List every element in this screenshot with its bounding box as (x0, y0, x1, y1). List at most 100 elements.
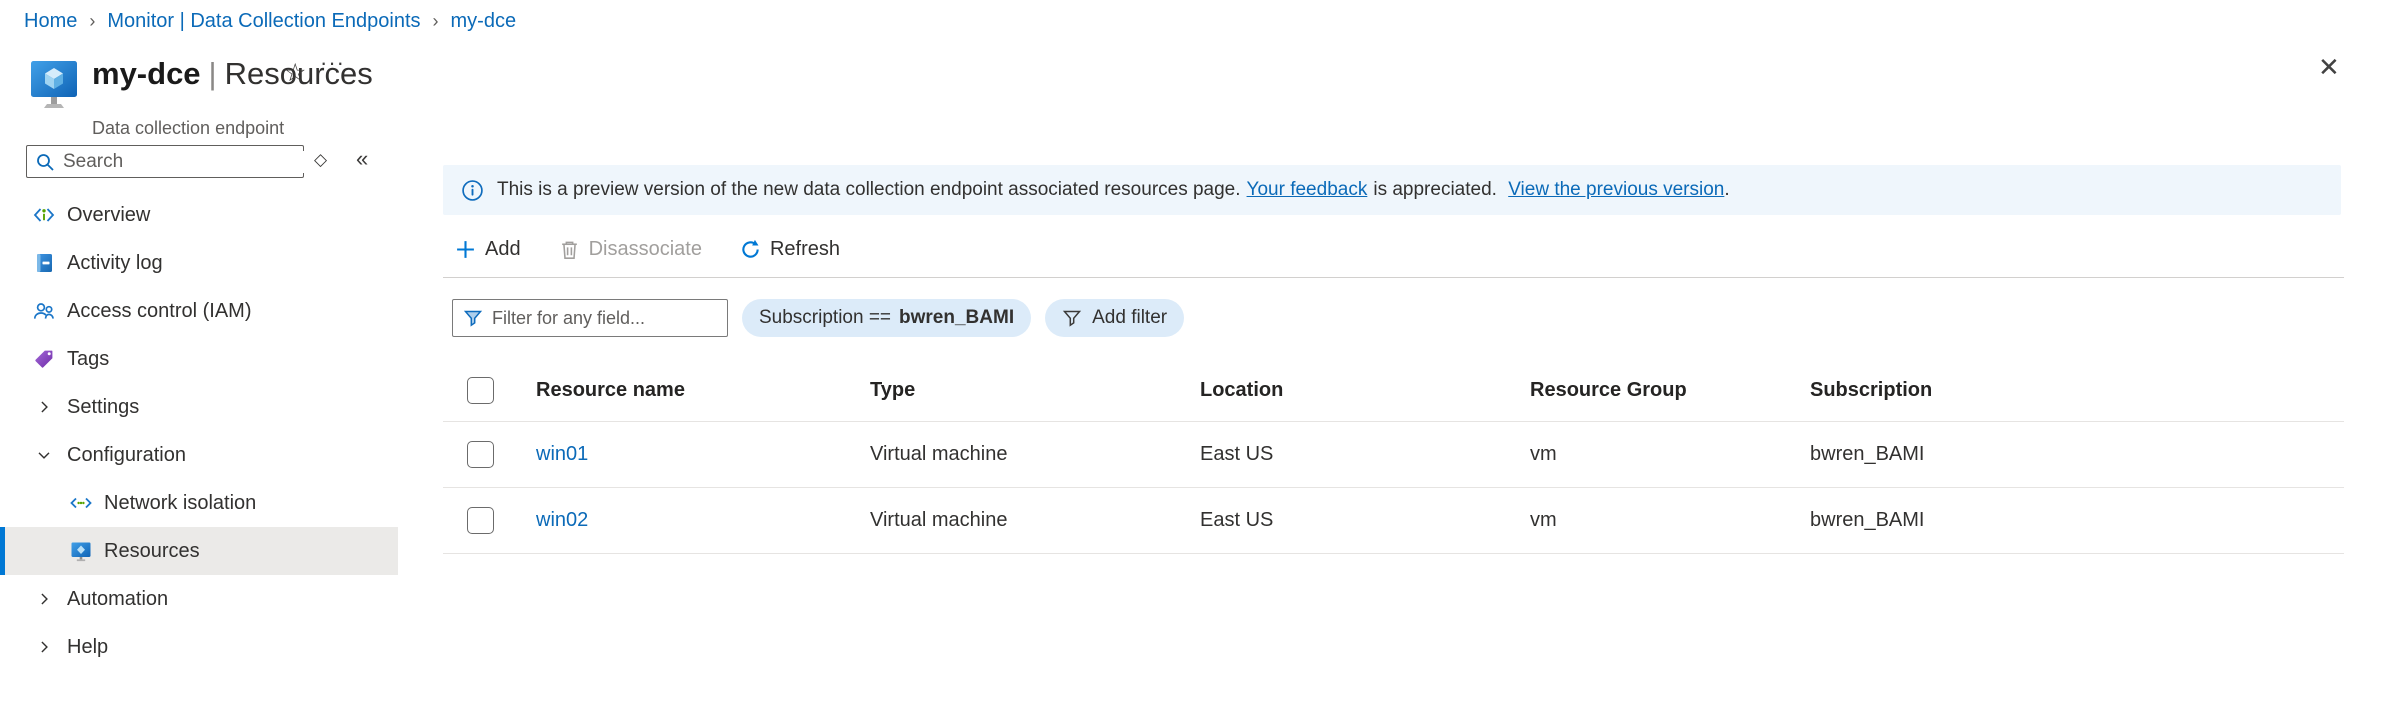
search-icon (35, 150, 55, 174)
breadcrumb-home[interactable]: Home (24, 10, 78, 32)
favorite-star-icon[interactable]: ☆ (284, 59, 307, 87)
select-all-checkbox[interactable] (467, 377, 494, 404)
sidebar-item-label: Automation (67, 587, 169, 610)
resources-icon (69, 539, 93, 563)
activity-log-icon (32, 251, 56, 275)
filter-input[interactable] (492, 307, 717, 329)
sidebar-item-label: Activity log (67, 251, 163, 274)
row-checkbox[interactable] (467, 441, 494, 468)
add-button[interactable]: Add (455, 238, 521, 261)
table-row: win02 Virtual machine East US vm bwren_B… (443, 488, 2344, 554)
sidebar-item-label: Resources (104, 539, 200, 562)
banner-intro: This is a preview version of the new dat… (497, 179, 1241, 200)
close-icon[interactable]: ✕ (2318, 52, 2340, 82)
sidebar-item-label: Overview (67, 203, 151, 226)
divider (443, 277, 2344, 278)
cell-subscription: bwren_BAMI (1810, 509, 1925, 531)
refresh-button-label: Refresh (769, 237, 841, 260)
subscription-filter-pill[interactable]: Subscription == bwren_BAMI (742, 299, 1032, 337)
breadcrumb-my-dce[interactable]: my-dce (450, 10, 517, 32)
cell-resource-group: vm (1530, 509, 1557, 531)
sidebar-item-automation[interactable]: Automation (0, 575, 398, 623)
breadcrumb-monitor-dce[interactable]: Monitor | Data Collection Endpoints (107, 10, 421, 32)
your-feedback-link[interactable]: Your feedback (1246, 179, 1368, 200)
column-header-resource-name[interactable]: Resource name (536, 379, 685, 401)
filter-pill-label: Subscription == (759, 307, 892, 328)
sidebar-item-settings[interactable]: Settings (0, 383, 398, 431)
preview-banner: This is a preview version of the new dat… (443, 165, 2341, 215)
access-control-icon (32, 299, 56, 323)
table-row: win01 Virtual machine East US vm bwren_B… (443, 422, 2344, 488)
breadcrumb-separator: › (432, 11, 439, 31)
breadcrumb-separator: › (89, 11, 96, 31)
add-filter-label: Add filter (1092, 307, 1168, 328)
cell-type: Virtual machine (870, 509, 1008, 531)
command-bar: Add Disassociate Refresh (443, 226, 878, 272)
refresh-icon (740, 239, 761, 260)
blade-name-title: Resources (224, 56, 373, 91)
page-title: my-dce|Resources (92, 56, 373, 92)
previous-version-link[interactable]: View the previous version (1508, 179, 1725, 200)
column-header-location[interactable]: Location (1200, 379, 1284, 401)
column-header-subscription[interactable]: Subscription (1810, 379, 1933, 401)
chevron-right-icon (32, 635, 56, 659)
trash-icon (559, 239, 580, 260)
tag-icon (32, 347, 56, 371)
sidebar-item-label: Access control (IAM) (67, 299, 252, 322)
sidebar-item-tags[interactable]: Tags (0, 335, 398, 383)
table-header-row: Resource name Type Location Resource Gro… (443, 360, 2344, 422)
filter-pill-value: bwren_BAMI (899, 307, 1015, 328)
overview-icon (32, 203, 56, 227)
filter-funnel-icon (463, 308, 483, 328)
sidebar-item-label: Configuration (67, 443, 186, 466)
sidebar-item-activity-log[interactable]: Activity log (0, 239, 398, 287)
banner-text: This is a preview version of the new dat… (497, 179, 1730, 201)
resource-link[interactable]: win02 (536, 509, 589, 531)
disassociate-button-label: Disassociate (588, 237, 702, 260)
refresh-button[interactable]: Refresh (740, 238, 840, 261)
resource-name-title: my-dce (92, 56, 201, 91)
banner-period: . (1724, 179, 1730, 200)
network-isolation-icon (69, 491, 93, 515)
search-input[interactable] (63, 150, 308, 173)
add-filter-pill[interactable]: Add filter (1045, 299, 1185, 337)
cell-subscription: bwren_BAMI (1810, 443, 1925, 465)
more-options-icon[interactable]: ··· (320, 50, 345, 75)
sidebar-item-network-isolation[interactable]: Network isolation (0, 479, 398, 527)
filter-field (452, 299, 728, 337)
sidebar-item-label: Tags (67, 347, 110, 370)
chevron-down-icon (32, 443, 56, 467)
plus-icon (455, 239, 476, 260)
resources-table: Resource name Type Location Resource Gro… (443, 360, 2344, 554)
chevron-right-icon (32, 395, 56, 419)
cell-resource-group: vm (1530, 443, 1557, 465)
sidebar-item-resources[interactable]: Resources (0, 527, 398, 575)
add-filter-funnel-icon (1062, 308, 1082, 328)
info-icon (461, 179, 484, 202)
data-collection-endpoint-icon (30, 58, 78, 117)
banner-suffix: is appreciated. (1373, 179, 1497, 200)
column-header-type[interactable]: Type (870, 379, 916, 401)
breadcrumb: Home › Monitor | Data Collection Endpoin… (24, 10, 516, 33)
filter-bar: Subscription == bwren_BAMI Add filter (443, 299, 1185, 337)
sidebar-search (26, 145, 308, 178)
chevron-right-icon (32, 587, 56, 611)
sidebar-item-overview[interactable]: Overview (0, 191, 398, 239)
cell-type: Virtual machine (870, 443, 1008, 465)
cell-location: East US (1200, 509, 1274, 531)
sidebar-item-access-control[interactable]: Access control (IAM) (0, 287, 398, 335)
column-header-resource-group[interactable]: Resource Group (1530, 379, 1687, 401)
cell-location: East US (1200, 443, 1274, 465)
resource-type-subtitle: Data collection endpoint (92, 118, 285, 138)
sidebar-item-configuration[interactable]: Configuration (0, 431, 398, 479)
search-scope-icon[interactable]: ◇ (314, 150, 328, 169)
sidebar-item-label: Help (67, 635, 109, 658)
disassociate-button[interactable]: Disassociate (559, 238, 702, 261)
sidebar-menu: Overview Activity log Access control (IA… (0, 191, 398, 671)
resource-link[interactable]: win01 (536, 443, 589, 465)
collapse-sidebar-icon[interactable]: « (356, 146, 369, 171)
row-checkbox[interactable] (467, 507, 494, 534)
sidebar-item-label: Settings (67, 395, 140, 418)
sidebar-item-label: Network isolation (104, 491, 257, 514)
sidebar-item-help[interactable]: Help (0, 623, 398, 671)
